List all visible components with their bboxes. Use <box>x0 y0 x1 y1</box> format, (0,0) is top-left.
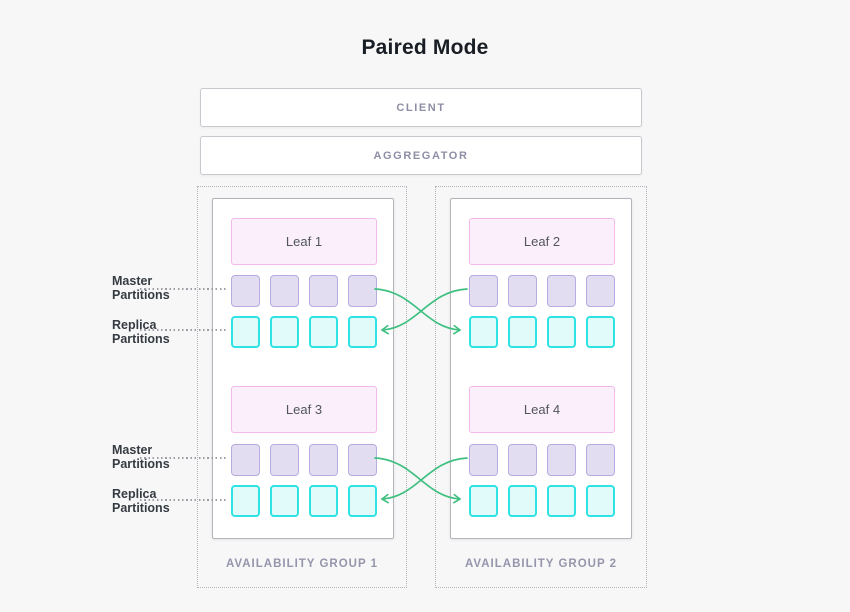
master-partition <box>270 275 299 307</box>
replica-partition <box>469 316 498 348</box>
master-partition <box>586 275 615 307</box>
client-label: CLIENT <box>396 101 446 114</box>
replica-partitions-label: Replica Partitions <box>112 318 170 346</box>
master-partition <box>508 444 537 476</box>
replica-partition <box>309 485 338 517</box>
master-partition-row <box>469 275 615 307</box>
availability-group-2: Leaf 2 Leaf 4 <box>435 186 647 588</box>
replica-partitions-label: Replica Partitions <box>112 487 170 515</box>
leaf-container-group-1: Leaf 1 Leaf 3 <box>212 198 394 539</box>
replica-partition-row <box>231 316 377 348</box>
master-partition-row <box>469 444 615 476</box>
master-partition <box>348 275 377 307</box>
replica-partition <box>469 485 498 517</box>
replica-partition <box>586 485 615 517</box>
replica-partition <box>231 485 260 517</box>
replica-partition <box>586 316 615 348</box>
aggregator-label: AGGREGATOR <box>373 149 469 162</box>
leaf-node: Leaf 4 <box>469 386 615 433</box>
replica-partition-row <box>231 485 377 517</box>
master-partition <box>469 275 498 307</box>
master-partition <box>309 275 338 307</box>
replica-partition <box>547 316 576 348</box>
replica-partition <box>231 316 260 348</box>
master-partitions-label: Master Partitions <box>112 274 170 302</box>
leaf-label: Leaf 2 <box>523 234 561 249</box>
master-partition-row <box>231 275 377 307</box>
availability-group-1-label: AVAILABILITY GROUP 1 <box>225 558 379 570</box>
master-partition <box>231 444 260 476</box>
master-partitions-label: Master Partitions <box>112 443 170 471</box>
leader-line <box>140 499 228 501</box>
leader-line <box>140 288 228 290</box>
master-partition-row <box>231 444 377 476</box>
client-box: CLIENT <box>200 88 642 127</box>
availability-group-1: Leaf 1 Leaf 3 <box>197 186 407 588</box>
master-partition <box>586 444 615 476</box>
replica-partition-row <box>469 316 615 348</box>
replica-partition <box>547 485 576 517</box>
leaf-label: Leaf 1 <box>285 234 323 249</box>
aggregator-box: AGGREGATOR <box>200 136 642 175</box>
master-partition <box>469 444 498 476</box>
replica-partition <box>508 316 537 348</box>
leaf-label: Leaf 4 <box>523 402 561 417</box>
replica-partition <box>270 485 299 517</box>
master-partition <box>348 444 377 476</box>
leaf-label: Leaf 3 <box>285 402 323 417</box>
master-partition <box>231 275 260 307</box>
leader-line <box>140 457 228 459</box>
master-partition <box>547 275 576 307</box>
replica-partition <box>508 485 537 517</box>
leaf-node: Leaf 1 <box>231 218 377 265</box>
master-partition <box>309 444 338 476</box>
leaf-node: Leaf 2 <box>469 218 615 265</box>
availability-group-2-label: AVAILABILITY GROUP 2 <box>464 558 618 570</box>
replica-partition <box>348 316 377 348</box>
leaf-container-group-2: Leaf 2 Leaf 4 <box>450 198 632 539</box>
master-partition <box>508 275 537 307</box>
leaf-node: Leaf 3 <box>231 386 377 433</box>
replica-partition <box>309 316 338 348</box>
leader-line <box>140 329 228 331</box>
replica-partition <box>348 485 377 517</box>
master-partition <box>270 444 299 476</box>
replica-partition-row <box>469 485 615 517</box>
master-partition <box>547 444 576 476</box>
page-title: Paired Mode <box>361 36 489 59</box>
replica-partition <box>270 316 299 348</box>
